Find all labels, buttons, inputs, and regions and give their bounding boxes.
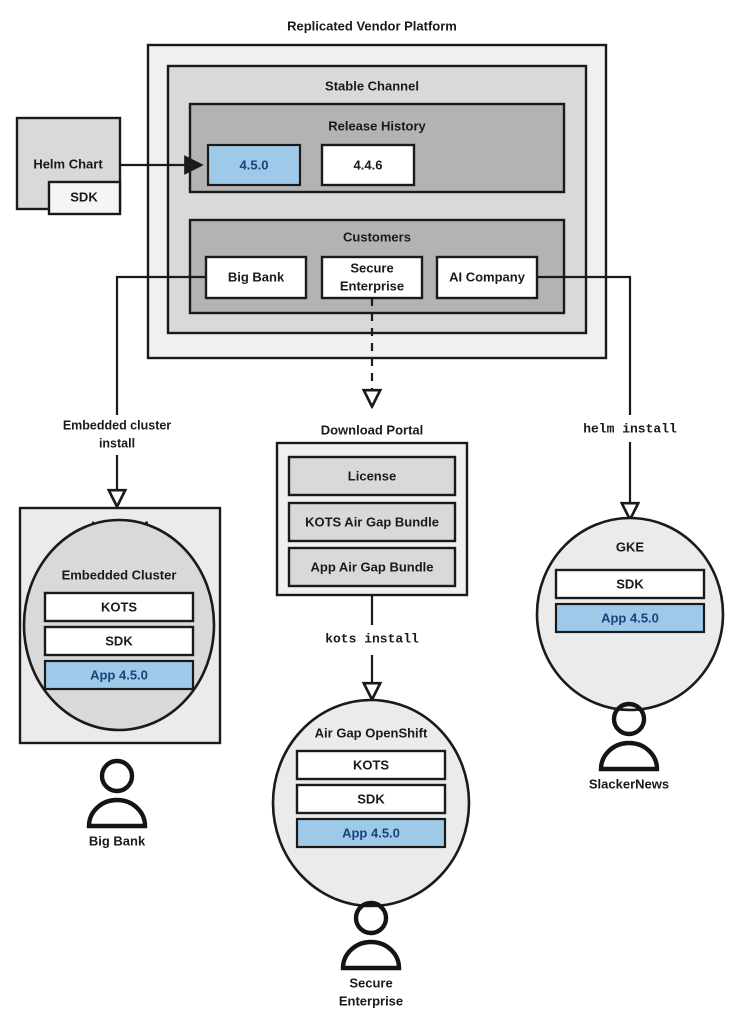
gke-component-sdk-label: SDK [616,576,644,591]
linux-vm-component-sdk[interactable] [43,625,195,657]
connector-big-bank-out [115,275,206,415]
gke-component-app[interactable] [554,602,706,634]
gke-component-app-label: App 4.5.0 [601,610,659,625]
customer-secure-enterprise-label-line1: Secure [350,260,393,275]
linux-vm-component-app[interactable] [43,659,195,691]
embedded-cluster-label: Embedded Cluster [62,567,177,582]
download-portal-item-app-bundle[interactable] [287,546,457,588]
air-gap-openshift-label: Air Gap OpenShift [315,725,428,740]
customer-big-bank[interactable] [204,255,308,300]
download-portal-item-kots-bundle-label: KOTS Air Gap Bundle [305,514,439,529]
download-portal-item-license-label: License [348,468,396,483]
release-4-4-6-label: 4.4.6 [354,157,383,172]
openshift-customer-label-line2: Enterprise [339,993,403,1008]
openshift-component-app-label: App 4.5.0 [342,825,400,840]
customer-ai-company-label: AI Company [449,269,526,284]
helm-chart-label: Helm Chart [33,156,103,171]
openshift-component-kots-label: KOTS [353,757,389,772]
customer-secure-enterprise-label-line2: Enterprise [340,278,404,293]
person-icon-big-bank [86,758,148,829]
edge-label-kots-install: kots install [325,631,419,646]
gke-component-sdk[interactable] [554,568,706,600]
linux-vm-component-sdk-label: SDK [105,633,133,648]
stable-channel-label: Stable Channel [325,78,419,93]
connector-ai-company-out [537,275,632,415]
openshift-component-app[interactable] [295,817,447,849]
linux-vm-component-kots-label: KOTS [101,599,137,614]
openshift-customer-label-line1: Secure [349,975,392,990]
page-title: Replicated Vendor Platform [287,18,457,33]
download-portal-label: Download Portal [321,422,424,437]
linux-vm-component-app-label: App 4.5.0 [90,667,148,682]
openshift-component-sdk[interactable] [295,783,447,815]
release-4-4-6[interactable] [320,143,416,187]
customer-ai-company[interactable] [435,255,539,300]
gke-customer-label: SlackerNews [589,776,669,791]
gke-label: GKE [616,539,645,554]
person-icon-secure-enterprise [340,900,402,971]
release-4-5-0[interactable] [206,143,302,187]
edge-label-embedded-cluster-install-line1: Embedded cluster [63,418,171,432]
customer-secure-enterprise[interactable] [320,255,424,300]
customer-big-bank-label: Big Bank [228,269,285,284]
customers-label: Customers [343,229,411,244]
download-portal-item-license[interactable] [287,455,457,497]
openshift-component-sdk-label: SDK [357,791,385,806]
person-icon-slackernews [598,701,660,772]
edge-label-helm-install: helm install [583,421,677,436]
helm-chart-sdk-label: SDK [70,189,98,204]
edge-label-embedded-cluster-install-line2: install [99,436,135,450]
embedded-cluster-circle [22,518,216,732]
download-portal-item-kots-bundle[interactable] [287,501,457,543]
release-history-label: Release History [328,118,426,133]
download-portal-item-app-bundle-label: App Air Gap Bundle [310,559,433,574]
release-4-5-0-label: 4.5.0 [240,157,269,172]
linux-vm-component-kots[interactable] [43,591,195,623]
helm-chart-sdk-box[interactable] [47,180,122,216]
linux-vm-customer-label: Big Bank [89,833,146,848]
openshift-component-kots[interactable] [295,749,447,781]
